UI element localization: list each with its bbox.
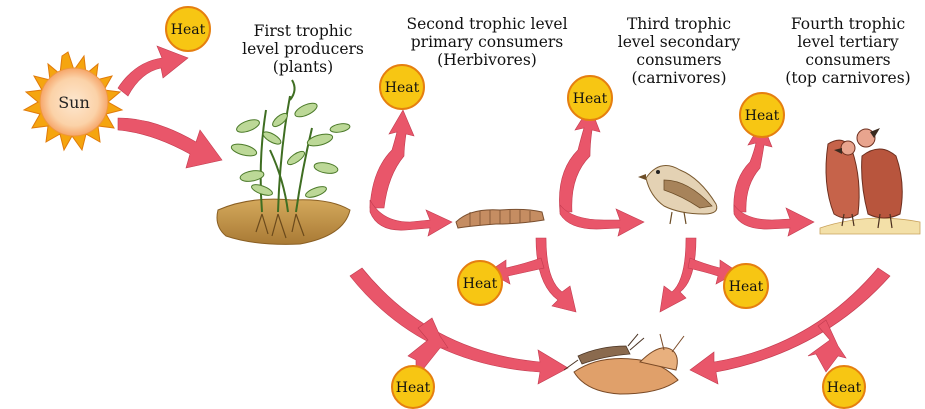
arrow-worm-to-bird <box>560 205 644 236</box>
vultures-icon <box>820 128 920 234</box>
heat-label: Heat <box>385 80 420 96</box>
arrow-bird-to-decomposers <box>660 238 696 312</box>
arrow-plants-to-heat <box>370 110 414 208</box>
heat-label: Heat <box>729 279 764 295</box>
arrow-sun-to-heat <box>118 46 188 96</box>
heat-label: Heat <box>745 108 780 124</box>
caterpillar-icon <box>456 209 544 228</box>
heat-label: Heat <box>171 22 206 38</box>
heat-label: Heat <box>573 91 608 107</box>
heat-label: Heat <box>827 380 862 396</box>
arrow-worm-to-decomposers <box>536 238 576 312</box>
sun-label: Sun <box>58 93 90 112</box>
arrow-worm-to-heat <box>559 106 600 212</box>
arrow-sun-to-plants <box>118 118 222 168</box>
heat-label: Heat <box>463 276 498 292</box>
arrow-vulture-to-decomposers <box>690 268 890 384</box>
heat-label: Heat <box>396 380 431 396</box>
plants-icon <box>217 80 351 244</box>
decomposers-icon <box>564 334 684 394</box>
bird-icon <box>638 166 717 225</box>
